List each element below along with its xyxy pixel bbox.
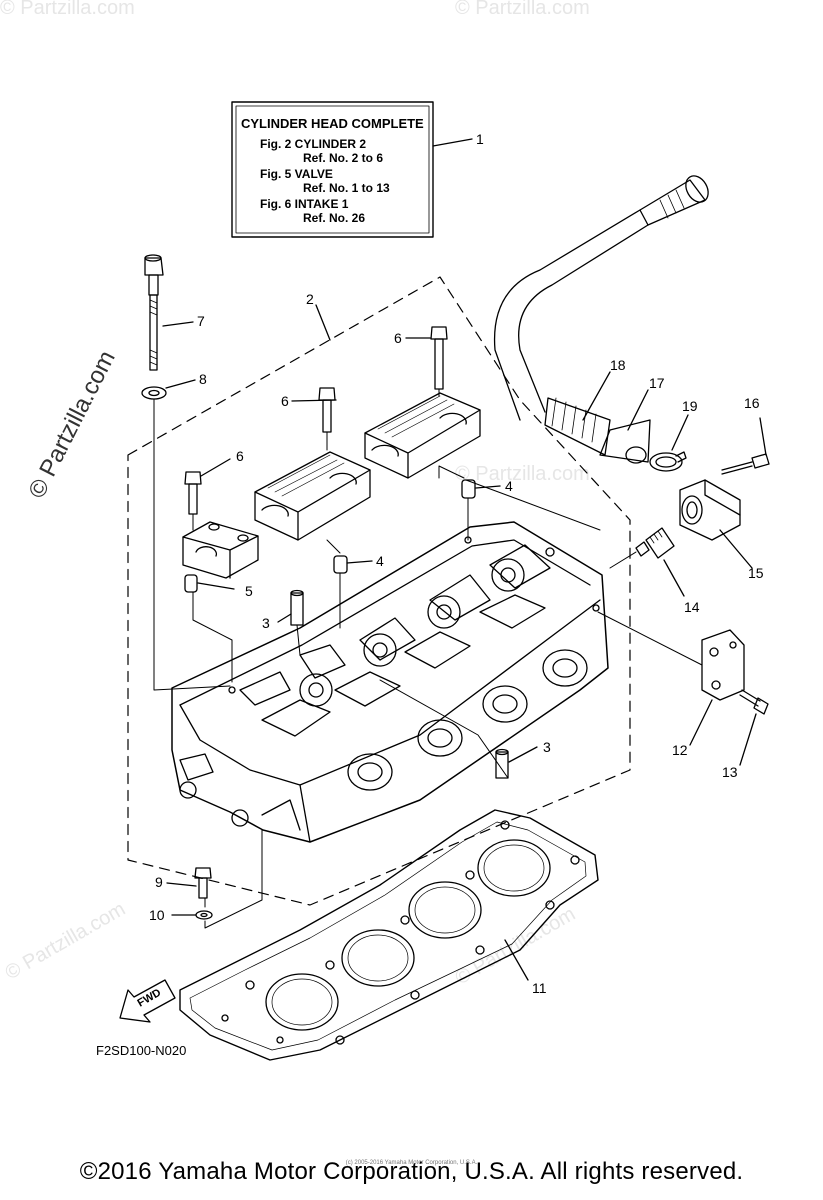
callout-4-lower: 4 bbox=[376, 553, 384, 569]
callout-6-front: 6 bbox=[236, 448, 244, 464]
watermark-mid: © Partzilla.com bbox=[455, 463, 590, 485]
cam-cap-middle bbox=[254, 451, 371, 541]
cap-bolt-middle bbox=[318, 387, 336, 433]
legend-box: CYLINDER HEAD COMPLETE Fig. 2 CYLINDER 2… bbox=[231, 101, 434, 238]
hose-clamp bbox=[649, 451, 687, 472]
watermark-low-right: © Partzilla.com bbox=[452, 903, 580, 989]
callout-12: 12 bbox=[672, 742, 688, 758]
callout-18: 18 bbox=[610, 357, 626, 373]
callout-3-lower: 3 bbox=[543, 739, 551, 755]
watermark-top-left: © Partzilla.com bbox=[0, 0, 135, 19]
callout-7: 7 bbox=[197, 313, 205, 329]
cam-cap-front bbox=[182, 521, 259, 579]
callout-8: 8 bbox=[199, 371, 207, 387]
callout-1: 1 bbox=[476, 131, 484, 147]
callout-15: 15 bbox=[748, 565, 764, 581]
legend-line-2: Ref. No. 2 to 6 bbox=[303, 151, 383, 165]
legend-line-6: Ref. No. 26 bbox=[303, 211, 365, 225]
dowel-pins bbox=[184, 479, 476, 593]
long-bolt bbox=[144, 254, 164, 371]
washer bbox=[141, 386, 167, 400]
callout-14: 14 bbox=[684, 599, 700, 615]
cap-bolt-rear bbox=[430, 326, 448, 390]
callout-19: 19 bbox=[682, 398, 698, 414]
fwd-arrow: FWD bbox=[119, 979, 176, 1023]
callout-13: 13 bbox=[722, 764, 738, 780]
callout-3-upper: 3 bbox=[262, 615, 270, 631]
assembly-leaders bbox=[153, 388, 509, 779]
cylinder-head bbox=[171, 521, 609, 843]
assembly-boundary bbox=[127, 276, 631, 906]
cover-plate bbox=[701, 629, 745, 701]
guide-sleeves bbox=[290, 589, 509, 779]
callout-6-rear: 6 bbox=[394, 330, 402, 346]
legend-line-4: Ref. No. 1 to 13 bbox=[303, 181, 390, 195]
legend-title: CYLINDER HEAD COMPLETE bbox=[241, 116, 424, 131]
small-washer bbox=[195, 910, 213, 920]
plate-screw bbox=[739, 689, 769, 715]
temperature-sensor bbox=[635, 527, 675, 559]
copyright-notice: ©2016 Yamaha Motor Corporation, U.S.A. A… bbox=[79, 1158, 744, 1185]
water-hose bbox=[493, 175, 709, 464]
callout-11: 11 bbox=[532, 980, 547, 996]
housing-bolt bbox=[721, 453, 770, 475]
watermark-top-right: © Partzilla.com bbox=[455, 0, 590, 19]
callout-6-middle: 6 bbox=[281, 393, 289, 409]
cap-bolt-front bbox=[184, 471, 202, 515]
head-gasket bbox=[179, 809, 599, 1061]
thermostat-housing bbox=[679, 479, 741, 541]
callout-5: 5 bbox=[245, 583, 253, 599]
watermark-side: © Partzilla.com bbox=[23, 346, 120, 502]
callout-2: 2 bbox=[306, 291, 314, 307]
small-bolt bbox=[194, 867, 212, 899]
callouts: 1 2 3 3 4 4 5 6 6 6 7 8 9 10 11 12 13 14… bbox=[96, 131, 764, 1058]
legend-line-3: Fig. 5 VALVE bbox=[260, 167, 333, 181]
callout-17: 17 bbox=[649, 375, 665, 391]
callout-16: 16 bbox=[744, 395, 760, 411]
diagram-code: F2SD100-N020 bbox=[96, 1043, 186, 1058]
rubber-sleeve bbox=[544, 397, 611, 456]
cam-cap-rear bbox=[364, 392, 481, 479]
callout-9: 9 bbox=[155, 874, 163, 890]
legend-line-5: Fig. 6 INTAKE 1 bbox=[260, 197, 349, 211]
legend-line-1: Fig. 2 CYLINDER 2 bbox=[260, 137, 366, 151]
watermark-low-left: © Partzilla.com bbox=[2, 898, 130, 984]
callout-4-upper: 4 bbox=[505, 478, 513, 494]
callout-10: 10 bbox=[149, 907, 165, 923]
fine-print: (c) 2005-2016 Yamaha Motor Corporation, … bbox=[345, 1160, 478, 1166]
